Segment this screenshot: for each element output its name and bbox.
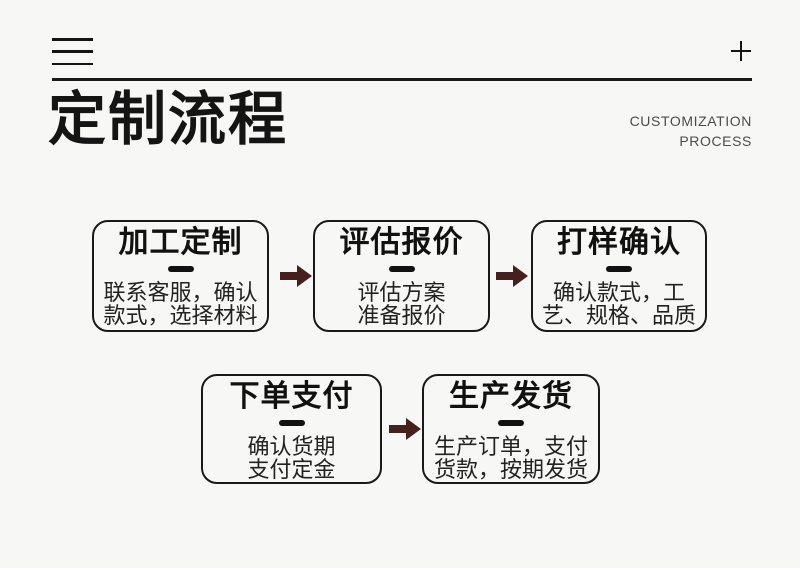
page-subtitle-line2: PROCESS bbox=[679, 133, 752, 149]
step-title: 生产发货 bbox=[449, 380, 573, 413]
step-detail-line: 货款，按期发货 bbox=[433, 457, 588, 482]
step-title: 下单支付 bbox=[229, 380, 354, 413]
step-title: 评估报价 bbox=[339, 226, 464, 259]
flow-step-box-3: 打样确认 确认款式，工 艺、规格、品质 bbox=[531, 220, 707, 332]
header-divider bbox=[52, 78, 752, 81]
hamburger-bar bbox=[52, 62, 93, 66]
step-dash bbox=[388, 266, 415, 272]
right-arrow-icon bbox=[280, 265, 312, 287]
step-dash bbox=[606, 266, 632, 272]
step-detail-line: 生产订单，支付 bbox=[433, 434, 588, 459]
flow-step-box-2: 评估报价 评估方案 准备报价 bbox=[313, 220, 490, 332]
right-arrow-icon bbox=[389, 418, 421, 440]
step-detail-line: 款式，选择材料 bbox=[103, 303, 258, 328]
hamburger-bar bbox=[52, 50, 93, 53]
right-arrow-icon bbox=[496, 265, 528, 287]
step-detail-line: 确认款式，工 bbox=[552, 280, 685, 305]
flow-step-box-4: 下单支付 确认货期 支付定金 bbox=[201, 374, 382, 484]
step-detail-line: 支付定金 bbox=[247, 457, 336, 482]
step-title: 打样确认 bbox=[557, 226, 681, 259]
plus-icon-vertical-bar bbox=[739, 41, 743, 61]
step-detail-line: 联系客服，确认 bbox=[103, 280, 258, 305]
hamburger-bar bbox=[52, 38, 93, 41]
flow-step-box-1: 加工定制 联系客服，确认 款式，选择材料 bbox=[92, 220, 269, 332]
menu-button[interactable] bbox=[52, 38, 93, 66]
step-detail-line: 确认货期 bbox=[247, 434, 336, 459]
step-dash bbox=[167, 266, 194, 272]
step-dash bbox=[278, 420, 305, 426]
page-subtitle-line1: CUSTOMIZATION bbox=[629, 113, 752, 129]
step-detail-line: 评估方案 bbox=[357, 280, 446, 305]
step-title: 加工定制 bbox=[118, 226, 243, 259]
plus-button[interactable] bbox=[731, 41, 751, 61]
step-detail-line: 准备报价 bbox=[357, 303, 446, 328]
hamburger-icon bbox=[52, 38, 93, 66]
flow-step-box-5: 生产发货 生产订单，支付 货款，按期发货 bbox=[422, 374, 600, 484]
step-detail-line: 艺、规格、品质 bbox=[541, 303, 696, 328]
page-title: 定制流程 bbox=[48, 87, 289, 152]
page-subtitle: CUSTOMIZATION PROCESS bbox=[630, 111, 752, 151]
step-dash bbox=[498, 420, 524, 426]
